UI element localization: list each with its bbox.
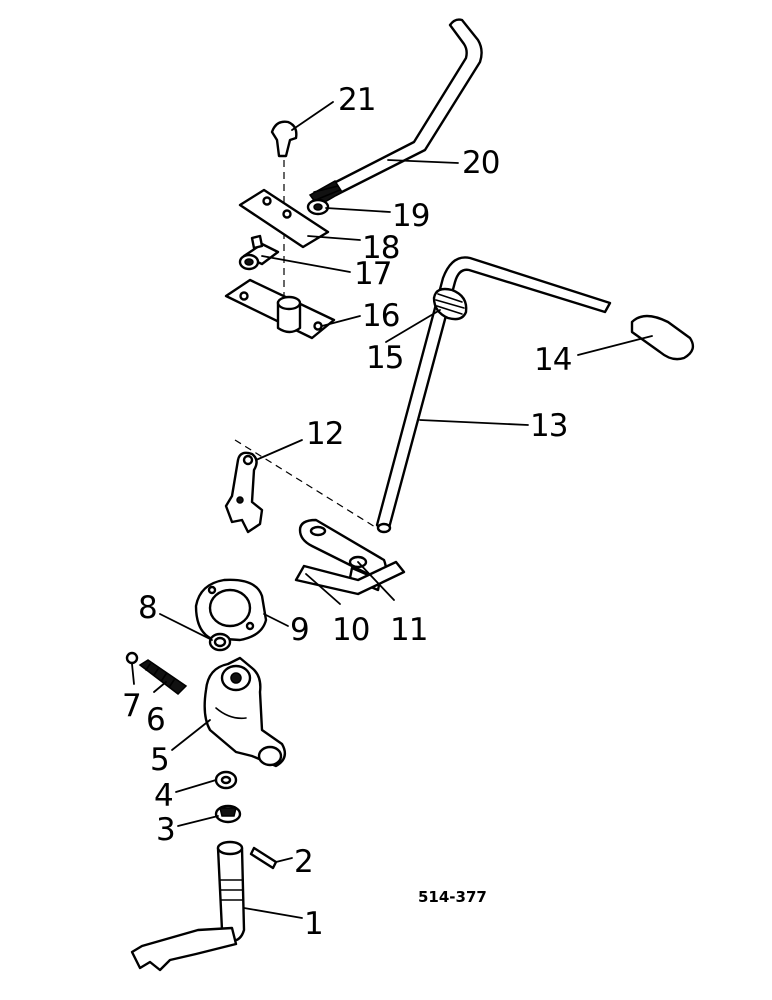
leader-5: [171, 719, 211, 751]
part-8-ring: [208, 632, 232, 652]
callout-8: 8: [138, 590, 157, 626]
callout-19: 19: [392, 198, 429, 234]
callout-15: 15: [366, 340, 403, 376]
leader-8: [159, 613, 213, 641]
part-3-clip: [214, 804, 242, 824]
callout-21: 21: [338, 82, 375, 118]
leader-14: [577, 335, 653, 356]
part-1-shaft: [130, 840, 246, 972]
part-14-knob: [630, 314, 695, 361]
part-16-bracket: [224, 278, 336, 340]
callout-1: 1: [304, 906, 323, 942]
leader-21: [291, 101, 334, 131]
leader-20: [387, 159, 459, 164]
part-19-washer: [306, 198, 330, 216]
part-21-bolt: [270, 120, 298, 158]
part-7-ball: [125, 651, 139, 665]
callout-13: 13: [530, 408, 567, 444]
part-9-gasket: [194, 578, 268, 642]
part-5-housing: [203, 656, 287, 768]
part-2-pin: [249, 846, 278, 870]
leader-19: [325, 207, 391, 213]
callout-14: 14: [534, 342, 571, 378]
leader-17: [261, 255, 351, 273]
callout-16: 16: [362, 298, 399, 334]
part-20-rod: [308, 18, 483, 207]
callout-5: 5: [150, 742, 169, 778]
part-10-link: [294, 560, 406, 596]
callout-10: 10: [332, 612, 369, 648]
callout-4: 4: [154, 778, 173, 814]
leader-13: [419, 419, 529, 426]
callout-12: 12: [306, 416, 343, 452]
leader-10: [305, 573, 341, 605]
part-13-lever: [375, 256, 612, 534]
leader-9: [263, 613, 289, 627]
callout-11: 11: [390, 612, 427, 648]
part-12-fork: [224, 451, 264, 534]
callout-20: 20: [462, 145, 499, 181]
leader-1: [243, 907, 303, 919]
leader-15: [385, 309, 441, 343]
callout-17: 17: [354, 256, 391, 292]
part-18-plate: [238, 188, 330, 249]
callout-9: 9: [290, 612, 309, 648]
leader-2: [275, 857, 293, 863]
callout-7: 7: [122, 688, 141, 724]
callout-6: 6: [146, 702, 165, 738]
leader-7: [131, 663, 135, 685]
callout-2: 2: [294, 844, 313, 880]
leader-16: [321, 315, 361, 327]
callout-18: 18: [362, 230, 399, 266]
part-15-spring: [432, 287, 468, 321]
part-17-pivot: [238, 234, 280, 271]
part-4-washer: [214, 770, 238, 790]
leader-3: [177, 815, 219, 827]
reference-code: 514-377: [418, 888, 487, 906]
leader-12: [255, 439, 303, 461]
leader-6: [153, 681, 167, 693]
assembly-line-12: [234, 439, 381, 531]
part-6-spring: [138, 659, 188, 695]
leader-18: [307, 235, 361, 241]
callout-3: 3: [156, 812, 175, 848]
leader-4: [175, 779, 217, 793]
leader-11: [357, 561, 395, 601]
